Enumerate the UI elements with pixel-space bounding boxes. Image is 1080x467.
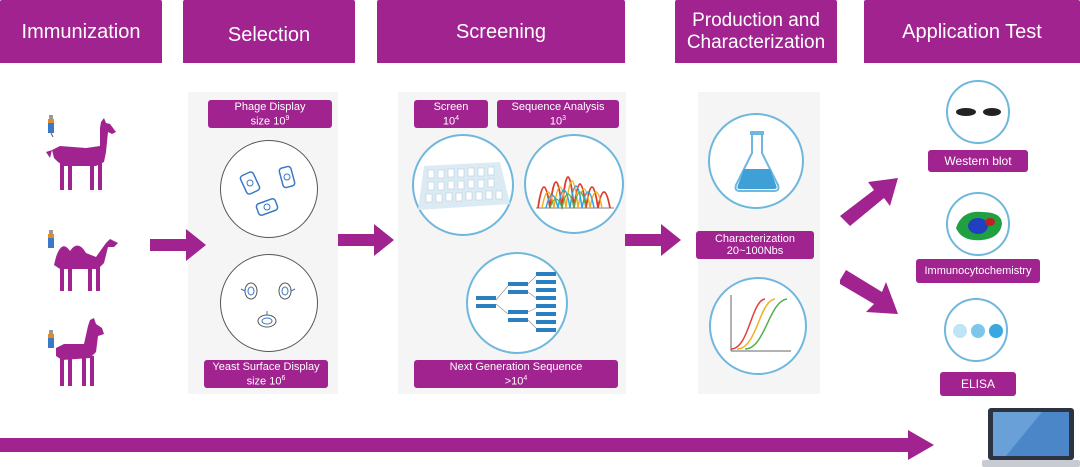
- cell-icon: [956, 211, 1002, 241]
- flask-circle: [708, 113, 804, 209]
- elisa-label: ELISA: [940, 372, 1016, 396]
- flask-icon: [734, 131, 780, 192]
- dots-icon: [953, 324, 1003, 338]
- wave-chart-icon: [536, 176, 614, 211]
- sequence-circle: [524, 134, 624, 234]
- yeast-icon: [240, 282, 296, 328]
- laptop-icon: [982, 408, 1080, 467]
- screen-label: Screen 104: [414, 100, 488, 128]
- header-application: Application Test: [864, 0, 1080, 63]
- elisa-circle: [944, 298, 1008, 362]
- camel-icon: [54, 239, 118, 291]
- western-blot-label: Western blot: [928, 150, 1028, 172]
- arrow-icon: [150, 229, 206, 261]
- icc-label: Immunocytochemistry: [916, 259, 1040, 283]
- ngs-circle: [466, 252, 568, 354]
- sequence-analysis-label: Sequence Analysis 103: [497, 100, 619, 128]
- arrow-icon: [625, 224, 681, 256]
- phage-display-label: Phage Display size 109: [208, 100, 332, 128]
- syringe-icon: [48, 330, 54, 348]
- curve-circle: [709, 277, 807, 375]
- header-immunization: Immunization: [0, 0, 162, 63]
- blot-icon: [956, 108, 1001, 116]
- syringe-icon: [48, 115, 54, 137]
- timeline-arrow-icon: [0, 430, 934, 460]
- yeast-display-label: Yeast Surface Display size 106: [204, 360, 328, 388]
- curve-chart-icon: [730, 295, 791, 352]
- header-production: Production and Characterization: [675, 0, 837, 63]
- sequence-tree-icon: [476, 272, 556, 332]
- llama-icon: [46, 118, 116, 190]
- arrow-icon: [840, 270, 898, 314]
- phage-circle: [220, 140, 318, 238]
- icc-circle: [946, 192, 1010, 256]
- screen-circle: [412, 134, 514, 236]
- syringe-icon: [48, 230, 54, 248]
- phage-icon: [239, 165, 296, 216]
- header-selection: Selection: [183, 0, 355, 63]
- arrow-icon: [338, 224, 394, 256]
- arrow-icon: [840, 178, 898, 226]
- ngs-label: Next Generation Sequence >104: [414, 360, 618, 388]
- plate-icon: [418, 162, 510, 210]
- alpaca-icon: [56, 318, 104, 386]
- yeast-circle: [220, 254, 318, 352]
- header-screening: Screening: [377, 0, 625, 63]
- western-blot-circle: [946, 80, 1010, 144]
- characterization-label: Characterization 20~100Nbs: [696, 231, 814, 259]
